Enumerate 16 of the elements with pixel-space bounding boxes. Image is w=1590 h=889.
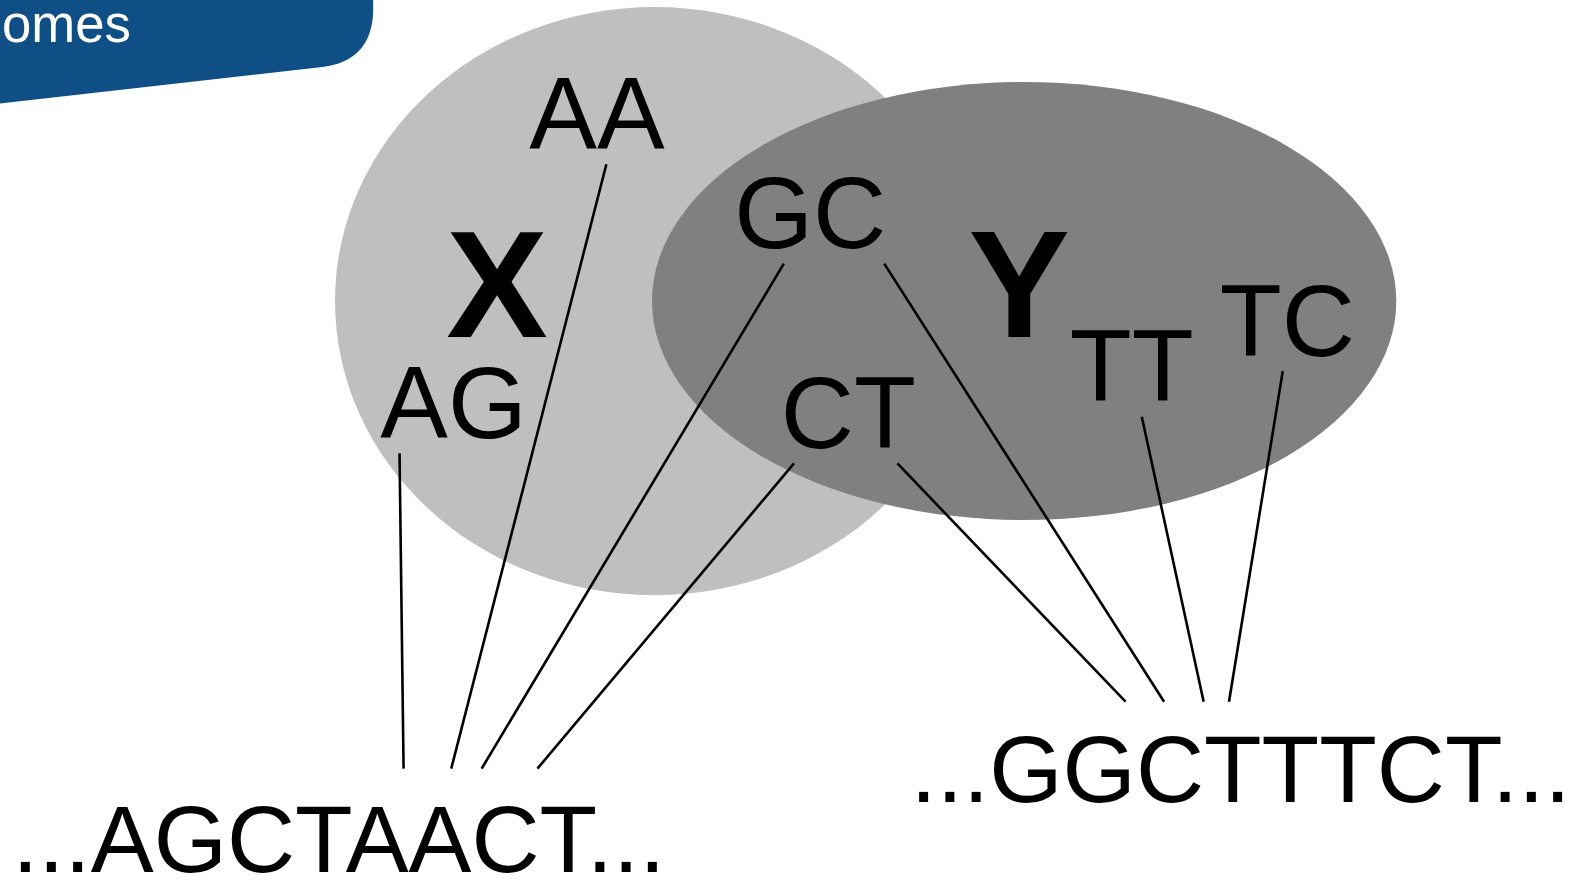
connector-line — [450, 163, 608, 769]
connector-line — [896, 462, 1127, 703]
connector-line — [883, 262, 1166, 703]
connector-line — [1140, 416, 1205, 702]
connector-line — [398, 453, 405, 769]
banner-title: omes — [2, 0, 131, 51]
set-label: Y — [968, 207, 1070, 360]
dna-sequence: ...GGCTTTCT... — [910, 701, 1571, 818]
dna-sequence: ...AGCTAACT... — [12, 768, 666, 888]
dinucleotide-label: GC — [734, 162, 887, 264]
connector-line — [1227, 370, 1285, 702]
dinucleotide-label: AA — [529, 62, 665, 165]
dinucleotide-label: TC — [1219, 269, 1355, 372]
dinucleotide-label: TT — [1069, 315, 1194, 417]
dinucleotide-label: CT — [780, 362, 916, 464]
connector-line — [480, 262, 785, 770]
